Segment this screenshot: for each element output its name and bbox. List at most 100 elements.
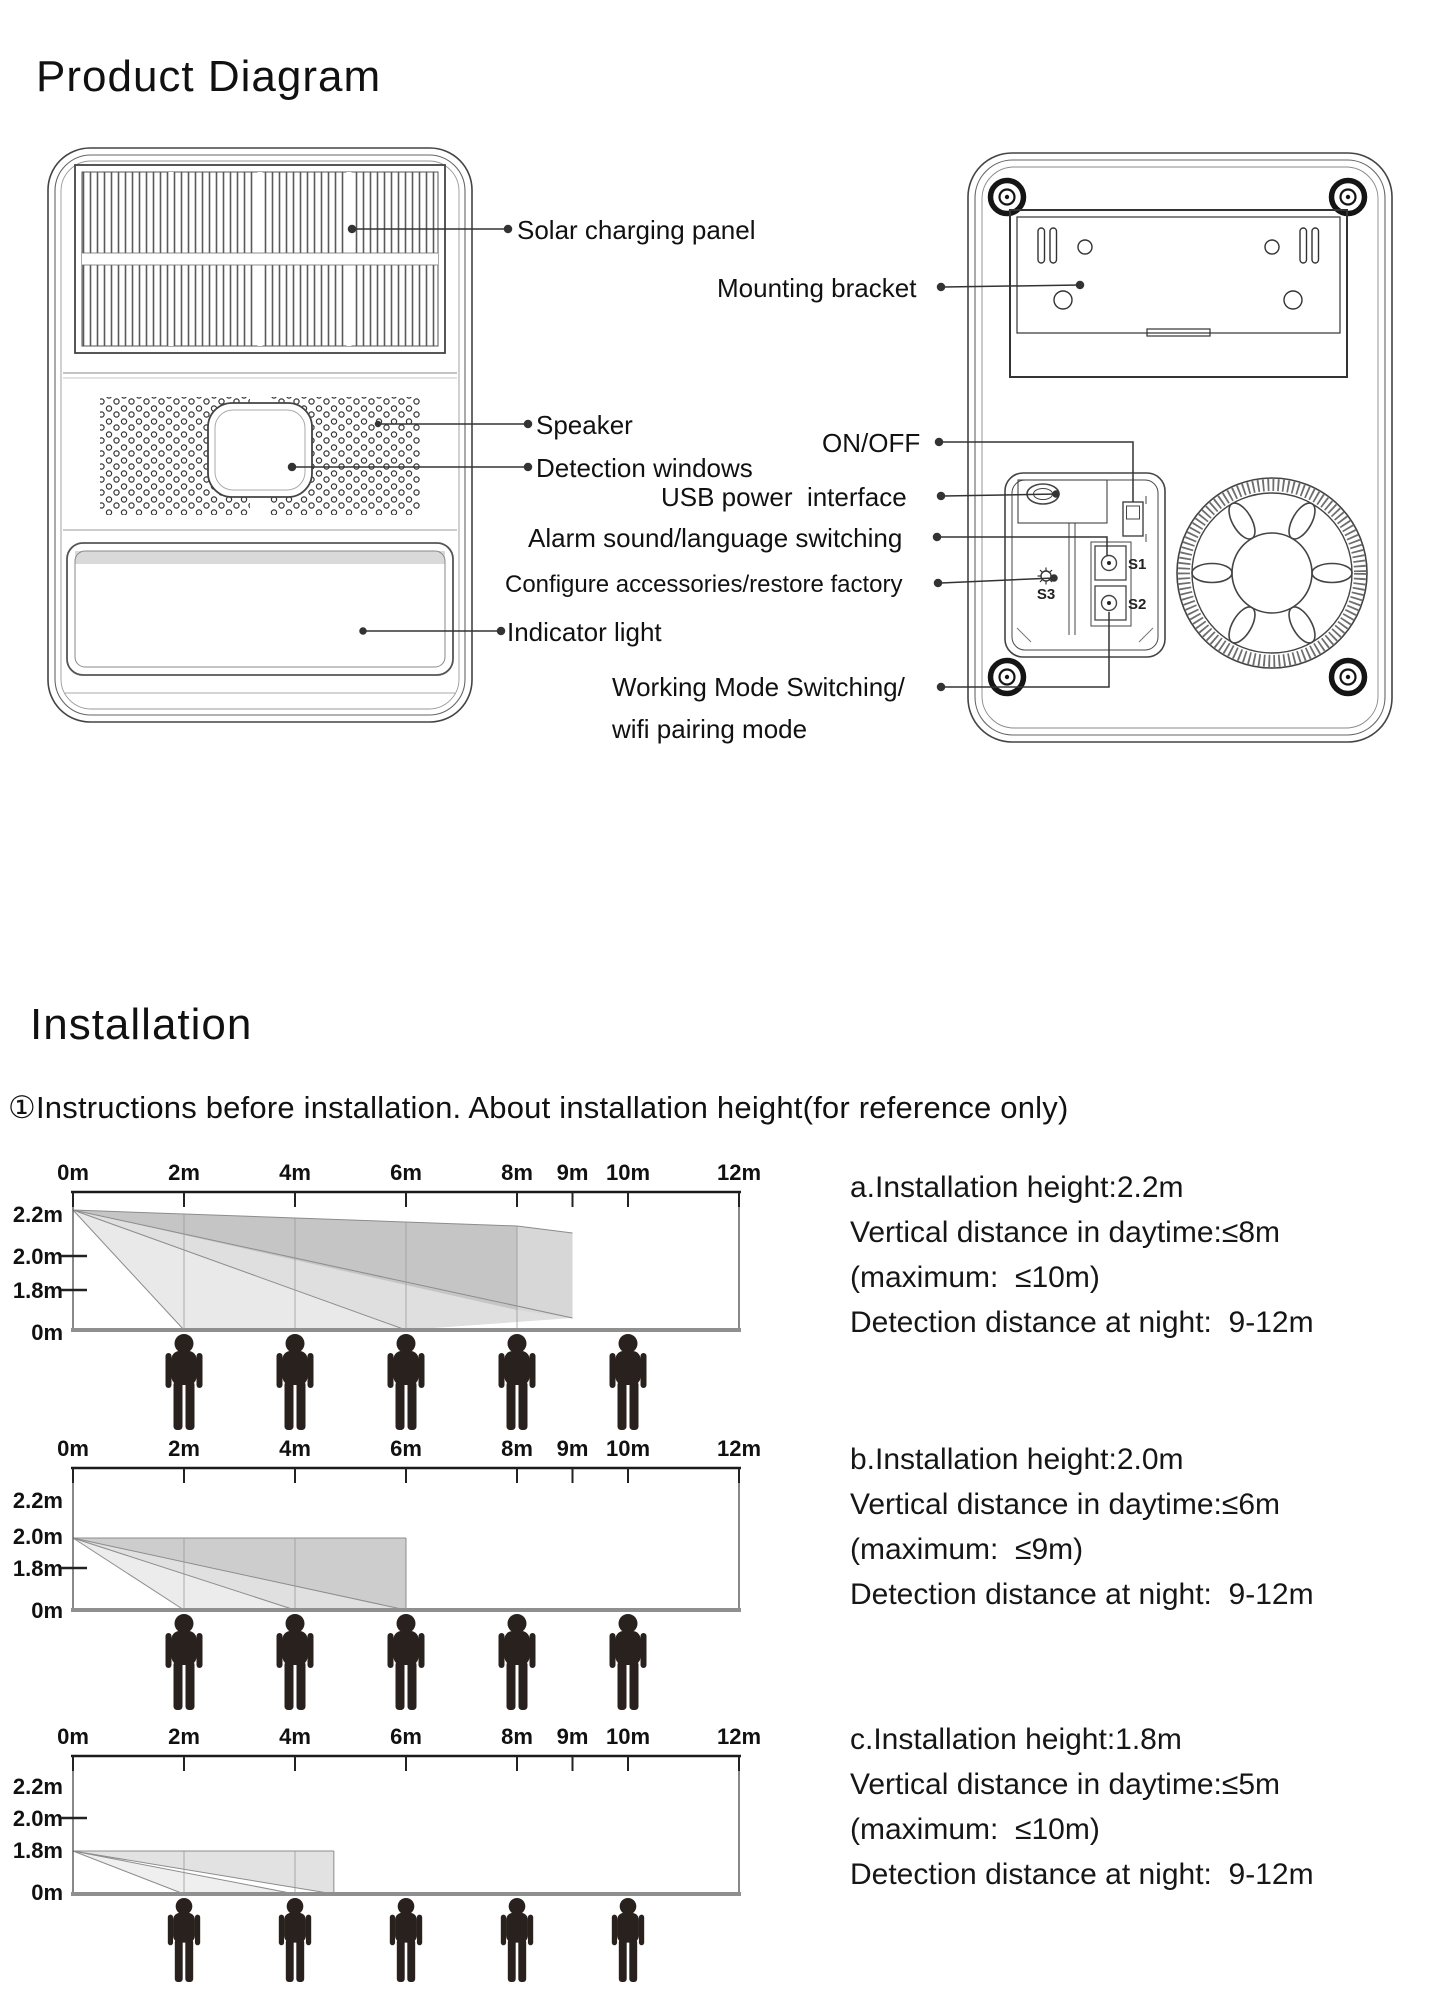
x-tick-label: 6m: [390, 1436, 422, 1461]
x-tick-label: 10m: [606, 1436, 650, 1461]
person-figure: [609, 1334, 647, 1430]
person-figure: [165, 1334, 203, 1430]
person-figure: [276, 1334, 314, 1430]
note-a-line3: (maximum: ≤10m): [850, 1261, 1100, 1294]
x-tick-label: 4m: [279, 1160, 311, 1185]
installation-title: Installation: [30, 1000, 253, 1049]
s3-label: S3: [1037, 586, 1055, 603]
y-tick-label: 1.8m: [13, 1556, 63, 1581]
s1-label: S1: [1128, 556, 1146, 573]
note-b-line4: Detection distance at night: 9-12m: [850, 1578, 1314, 1611]
label-usb-power-interface: USB power interface: [661, 482, 907, 512]
label-indicator-light: Indicator light: [507, 617, 662, 647]
note-c-line1: c.Installation height:1.8m: [850, 1723, 1182, 1756]
usb-port: [1026, 483, 1060, 505]
s3-button: [1037, 567, 1055, 585]
label-working-mode-line2: wifi pairing mode: [612, 714, 808, 744]
person-figure: [389, 1898, 423, 1982]
person-figure: [609, 1614, 647, 1710]
x-tick-label: 10m: [606, 1160, 650, 1185]
back-outline: [967, 152, 1393, 743]
y-tick-label: 2.0m: [13, 1524, 63, 1549]
speaker-grille: [1176, 477, 1368, 669]
x-tick-label: 9m: [557, 1436, 589, 1461]
note-b-line2: Vertical distance in daytime:≤6m: [850, 1488, 1280, 1521]
person-figure: [498, 1334, 536, 1430]
person-figure: [276, 1614, 314, 1710]
label-configure-restore-factory: Configure accessories/restore factory: [505, 571, 903, 598]
person-figure: [611, 1898, 645, 1982]
screw-bottom-right: [1328, 657, 1368, 697]
person-figures: [165, 1614, 647, 1710]
x-tick-label: 10m: [606, 1724, 650, 1749]
note-c-line3: (maximum: ≤10m): [850, 1813, 1100, 1846]
indicator-window: [66, 542, 454, 676]
x-tick-label: 6m: [390, 1724, 422, 1749]
label-alarm-language-switching: Alarm sound/language switching: [528, 523, 903, 553]
label-solar-charging-panel: Solar charging panel: [517, 215, 756, 245]
label-working-mode-line1: Working Mode Switching/: [612, 672, 905, 702]
person-figure: [387, 1614, 425, 1710]
x-tick-label: 2m: [168, 1436, 200, 1461]
x-tick-label: 8m: [501, 1160, 533, 1185]
installation-intro: ①Instructions before installation. About…: [8, 1090, 1069, 1125]
x-tick-label: 2m: [168, 1724, 200, 1749]
x-tick-label: 8m: [501, 1436, 533, 1461]
note-a-line4: Detection distance at night: 9-12m: [850, 1306, 1314, 1339]
onoff-switch: [1122, 496, 1147, 542]
y-tick-label: 1.8m: [13, 1838, 63, 1863]
y-axis-labels: 2.2m 2.0m 1.8m 0m: [13, 1488, 87, 1623]
x-tick-label: 9m: [557, 1160, 589, 1185]
y-tick-label: 2.2m: [13, 1488, 63, 1513]
mounting-bracket-drawing: [1009, 209, 1348, 378]
person-figure: [500, 1898, 534, 1982]
person-figure: [167, 1898, 201, 1982]
note-b-line1: b.Installation height:2.0m: [850, 1443, 1184, 1476]
x-tick-label: 6m: [390, 1160, 422, 1185]
y-tick-label: 0m: [31, 1598, 63, 1623]
x-tick-label: 4m: [279, 1436, 311, 1461]
solar-panel-drawing: [74, 164, 446, 354]
label-onoff: ON/OFF: [822, 428, 921, 458]
person-figures: [167, 1898, 645, 1982]
screw-top-right: [1328, 177, 1368, 217]
note-c-line2: Vertical distance in daytime:≤5m: [850, 1768, 1280, 1801]
device-back-view: S1 S2 S3: [967, 152, 1393, 743]
s2-label: S2: [1128, 596, 1146, 613]
label-mounting-bracket: Mounting bracket: [717, 273, 917, 303]
y-tick-label: 2.2m: [13, 1202, 63, 1227]
label-speaker: Speaker: [536, 410, 633, 440]
x-tick-label: 0m: [57, 1436, 89, 1461]
x-tick-label: 2m: [168, 1160, 200, 1185]
y-tick-label: 2.2m: [13, 1774, 63, 1799]
x-tick-label: 12m: [717, 1724, 761, 1749]
note-a: a.Installation height:2.2m Vertical dist…: [850, 1165, 1314, 1345]
s1-button: [1094, 545, 1127, 581]
detection-cone: [72, 1537, 407, 1611]
s2-button: [1094, 585, 1127, 621]
note-c: c.Installation height:1.8m Vertical dist…: [850, 1717, 1314, 1897]
product-diagram-title: Product Diagram: [36, 52, 382, 101]
x-tick-label: 0m: [57, 1160, 89, 1185]
person-figure: [165, 1614, 203, 1710]
label-detection-windows: Detection windows: [536, 453, 753, 483]
note-b-line3: (maximum: ≤9m): [850, 1533, 1084, 1566]
note-a-line2: Vertical distance in daytime:≤8m: [850, 1216, 1280, 1249]
y-tick-label: 2.0m: [13, 1806, 63, 1831]
x-tick-label: 12m: [717, 1160, 761, 1185]
detection-cone: [72, 1209, 573, 1331]
screw-bottom-left: [987, 657, 1027, 697]
x-tick-label: 8m: [501, 1724, 533, 1749]
y-tick-label: 2.0m: [13, 1244, 63, 1269]
x-tick-label: 9m: [557, 1724, 589, 1749]
note-c-line4: Detection distance at night: 9-12m: [850, 1858, 1314, 1891]
screw-top-left: [987, 177, 1027, 217]
front-outline: [47, 147, 473, 723]
detection-window: [207, 402, 313, 498]
x-axis-ticks: 0m 2m 4m 6m 8m 9m 10m 12m: [57, 1160, 761, 1207]
